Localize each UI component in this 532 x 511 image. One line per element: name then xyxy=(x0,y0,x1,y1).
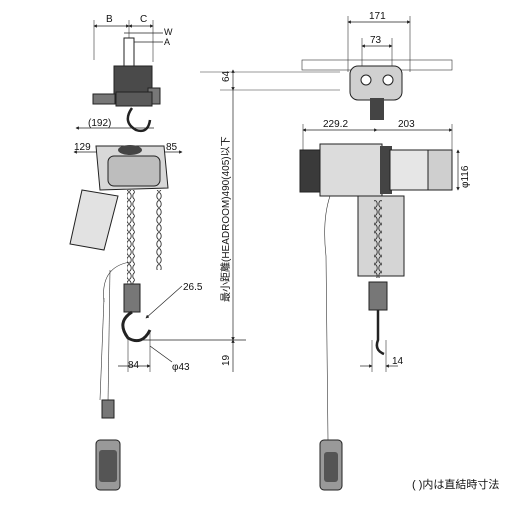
dim-a-label: A xyxy=(164,37,170,47)
slack-chain xyxy=(156,190,162,270)
trolley-plate xyxy=(349,65,403,101)
front-bottom-block xyxy=(368,281,388,311)
hoist-top-cap xyxy=(118,145,142,155)
suspension-hook xyxy=(123,37,135,69)
pendant-cable-2 xyxy=(107,269,111,403)
brake-cover xyxy=(427,149,453,191)
dimension-note: ( )内は直結時寸法 xyxy=(412,477,499,491)
vertical-dimensions: 64 最小距離(HEADROOM)490(405)以下 19 xyxy=(200,69,340,372)
trolley-frame xyxy=(115,91,153,107)
gearbox xyxy=(389,149,429,191)
dim-43-leader xyxy=(149,345,173,363)
dim-14-label: 14 xyxy=(392,356,404,367)
dim-b-label: B xyxy=(106,14,113,25)
dim-203-label: 203 xyxy=(398,119,415,130)
headroom-label: 最小距離(HEADROOM)490(405)以下 xyxy=(219,136,232,302)
pendant-cable xyxy=(99,297,105,401)
motor-housing xyxy=(319,143,383,197)
dim-73-label: 73 xyxy=(370,35,382,46)
suspension-link xyxy=(370,98,384,120)
top-hook xyxy=(126,107,152,133)
pendant-buttons xyxy=(99,450,117,482)
dim-116-label: φ116 xyxy=(460,165,471,188)
suspension-trolley xyxy=(113,65,153,95)
dim-192-label: (192) xyxy=(88,118,111,129)
dim-84-label: 84 xyxy=(128,360,140,371)
hoist-motor xyxy=(107,155,161,187)
dim-w-label: W xyxy=(164,27,173,37)
front-load-chain xyxy=(374,200,382,278)
side-view: B C W A (192) 129 85 xyxy=(69,14,246,491)
dim-171-label: 171 xyxy=(369,11,386,22)
motor-end-cap xyxy=(299,149,323,193)
front-pendant-buttons xyxy=(324,452,338,482)
trolley-bolt-left xyxy=(360,74,372,86)
dim-43-label: φ43 xyxy=(172,362,190,373)
dim-129-label: 129 xyxy=(74,142,91,153)
front-hook xyxy=(375,310,385,356)
front-pendant-cable xyxy=(324,195,331,441)
dim-19-label: 19 xyxy=(221,354,232,366)
trolley-wheel-left xyxy=(92,93,116,105)
pendant-strain xyxy=(101,399,115,419)
dim-2292-label: 229.2 xyxy=(323,119,348,130)
bottom-hook xyxy=(121,310,152,343)
bottom-block xyxy=(123,283,141,313)
dim-265-label: 26.5 xyxy=(183,282,203,293)
front-view: 171 73 229.2 203 φ116 xyxy=(299,11,471,491)
dim-64-label: 64 xyxy=(221,70,232,82)
dim-265-line xyxy=(145,285,183,319)
pendant-cable-top xyxy=(103,261,131,303)
dim-c-label: C xyxy=(140,14,147,25)
trolley-bolt-right xyxy=(382,74,394,86)
load-chain xyxy=(127,190,135,285)
control-box xyxy=(69,189,119,251)
gear-cover xyxy=(380,146,392,194)
dim-85-label: 85 xyxy=(166,142,178,153)
